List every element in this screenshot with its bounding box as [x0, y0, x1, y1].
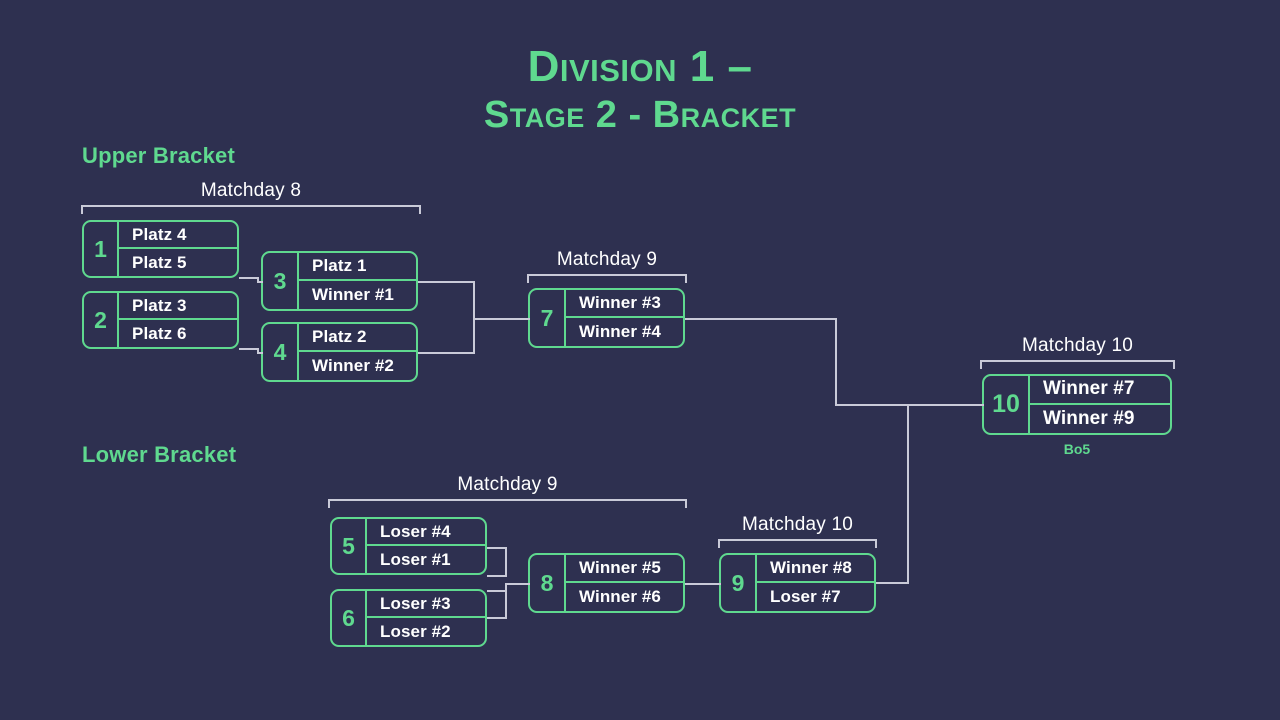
match-box-8[interactable]: 8 Winner #5 Winner #6 — [528, 553, 685, 613]
connector-m3-m4-join — [473, 281, 475, 354]
match-1-team-top[interactable]: Platz 4 — [119, 222, 237, 249]
match-1-team-bottom[interactable]: Platz 5 — [132, 252, 187, 272]
match-10-format-label: Bo5 — [1063, 441, 1091, 457]
match-10-team-top[interactable]: Winner #7 — [1030, 376, 1170, 405]
matchday-span-lower-md9 — [328, 499, 687, 508]
connector-to-m8 — [505, 583, 530, 585]
match-4-team-top[interactable]: Platz 2 — [299, 324, 416, 352]
match-box-5[interactable]: 5 Loser #4 Loser #1 — [330, 517, 487, 575]
match-7-team-top[interactable]: Winner #3 — [566, 290, 683, 318]
match-number-7: 7 — [530, 290, 566, 346]
connector-m5-out-v — [505, 547, 507, 577]
connector-m2-to-m4-h2 — [257, 352, 263, 354]
match-teams-2: Platz 3 Platz 6 — [119, 293, 237, 347]
connector-m9-out-v — [907, 404, 909, 584]
matchday-label-upper-md9: Matchday 9 — [556, 249, 658, 270]
match-6-team-top[interactable]: Loser #3 — [367, 591, 485, 618]
matchday-label-lower-md9: Matchday 9 — [457, 474, 558, 495]
match-box-1[interactable]: 1 Platz 4 Platz 5 — [82, 220, 239, 278]
connector-m8-to-m9 — [685, 583, 721, 585]
connector-m2-to-m4-v — [257, 348, 259, 354]
matchday-span-lower-md10 — [718, 539, 877, 548]
match-8-team-bottom[interactable]: Winner #6 — [579, 587, 661, 606]
match-teams-5: Loser #4 Loser #1 — [367, 519, 485, 573]
title-line-2: Stage 2 - Bracket — [483, 94, 797, 137]
match-9-team-top[interactable]: Winner #8 — [757, 555, 874, 583]
match-2-team-bottom[interactable]: Platz 6 — [132, 323, 187, 343]
lower-bracket-heading: Lower Bracket — [82, 442, 237, 467]
upper-bracket-heading: Upper Bracket — [82, 143, 235, 168]
match-3-team-bottom[interactable]: Winner #1 — [312, 285, 394, 304]
connector-m7-out-h — [685, 318, 837, 320]
match-9-team-bottom[interactable]: Loser #7 — [770, 587, 841, 606]
connector-m6-stub — [487, 617, 507, 619]
connector-m3-out — [418, 281, 475, 283]
match-teams-1: Platz 4 Platz 5 — [119, 222, 237, 276]
connector-m5-stub — [487, 547, 507, 549]
matchday-span-upper-md10 — [980, 360, 1175, 369]
match-box-9[interactable]: 9 Winner #8 Loser #7 — [719, 553, 876, 613]
title-line-1: Division 1 – — [527, 42, 753, 91]
matchday-span-upper-md8 — [81, 205, 421, 214]
match-box-7[interactable]: 7 Winner #3 Winner #4 — [528, 288, 685, 348]
connector-m9-out-h — [876, 582, 909, 584]
connector-m1-to-m3-h2 — [257, 281, 263, 283]
match-number-5: 5 — [332, 519, 367, 573]
match-number-9: 9 — [721, 555, 757, 611]
match-teams-10: Winner #7 Winner #9 — [1030, 376, 1170, 433]
connector-m4-out — [418, 352, 475, 354]
match-3-team-top[interactable]: Platz 1 — [299, 253, 416, 281]
match-5-team-top[interactable]: Loser #4 — [367, 519, 485, 546]
match-box-3[interactable]: 3 Platz 1 Winner #1 — [261, 251, 418, 311]
connector-m7-to-junction — [835, 404, 909, 406]
match-2-team-top[interactable]: Platz 3 — [119, 293, 237, 320]
match-teams-4: Platz 2 Winner #2 — [299, 324, 416, 380]
matchday-label-lower-md10: Matchday 10 — [742, 514, 853, 535]
match-10-team-bottom[interactable]: Winner #9 — [1043, 407, 1135, 429]
connector-m2-to-m4-h — [239, 348, 259, 350]
match-number-3: 3 — [263, 253, 299, 309]
match-teams-8: Winner #5 Winner #6 — [566, 555, 683, 611]
matchday-label-upper-md8: Matchday 8 — [200, 180, 302, 201]
match-8-team-top[interactable]: Winner #5 — [566, 555, 683, 583]
connector-m5-out-h — [487, 575, 507, 577]
connector-to-m7 — [473, 318, 530, 320]
matchday-label-upper-md10: Matchday 10 — [1022, 335, 1133, 356]
match-teams-6: Loser #3 Loser #2 — [367, 591, 485, 645]
match-number-6: 6 — [332, 591, 367, 645]
connector-m6-out-h — [487, 590, 507, 592]
connector-m7-out-v — [835, 318, 837, 406]
match-5-team-bottom[interactable]: Loser #1 — [380, 549, 451, 569]
match-box-4[interactable]: 4 Platz 2 Winner #2 — [261, 322, 418, 382]
match-number-1: 1 — [84, 222, 119, 276]
match-number-8: 8 — [530, 555, 566, 611]
match-box-10[interactable]: 10 Winner #7 Winner #9 — [982, 374, 1172, 435]
connector-m6-out-v — [505, 583, 507, 619]
match-6-team-bottom[interactable]: Loser #2 — [380, 621, 451, 641]
match-teams-9: Winner #8 Loser #7 — [757, 555, 874, 611]
page-title: Division 1 – Stage 2 - Bracket — [0, 42, 1280, 138]
matchday-span-upper-md9 — [527, 274, 687, 283]
connector-m1-to-m3-h — [239, 277, 259, 279]
match-teams-7: Winner #3 Winner #4 — [566, 290, 683, 346]
match-7-team-bottom[interactable]: Winner #4 — [579, 322, 661, 341]
match-number-2: 2 — [84, 293, 119, 347]
connector-junction-to-m10 — [907, 404, 984, 406]
connector-m1-to-m3-v — [257, 277, 259, 283]
match-box-6[interactable]: 6 Loser #3 Loser #2 — [330, 589, 487, 647]
match-4-team-bottom[interactable]: Winner #2 — [312, 356, 394, 375]
match-number-4: 4 — [263, 324, 299, 380]
match-number-10: 10 — [984, 376, 1030, 433]
match-teams-3: Platz 1 Winner #1 — [299, 253, 416, 309]
match-box-2[interactable]: 2 Platz 3 Platz 6 — [82, 291, 239, 349]
